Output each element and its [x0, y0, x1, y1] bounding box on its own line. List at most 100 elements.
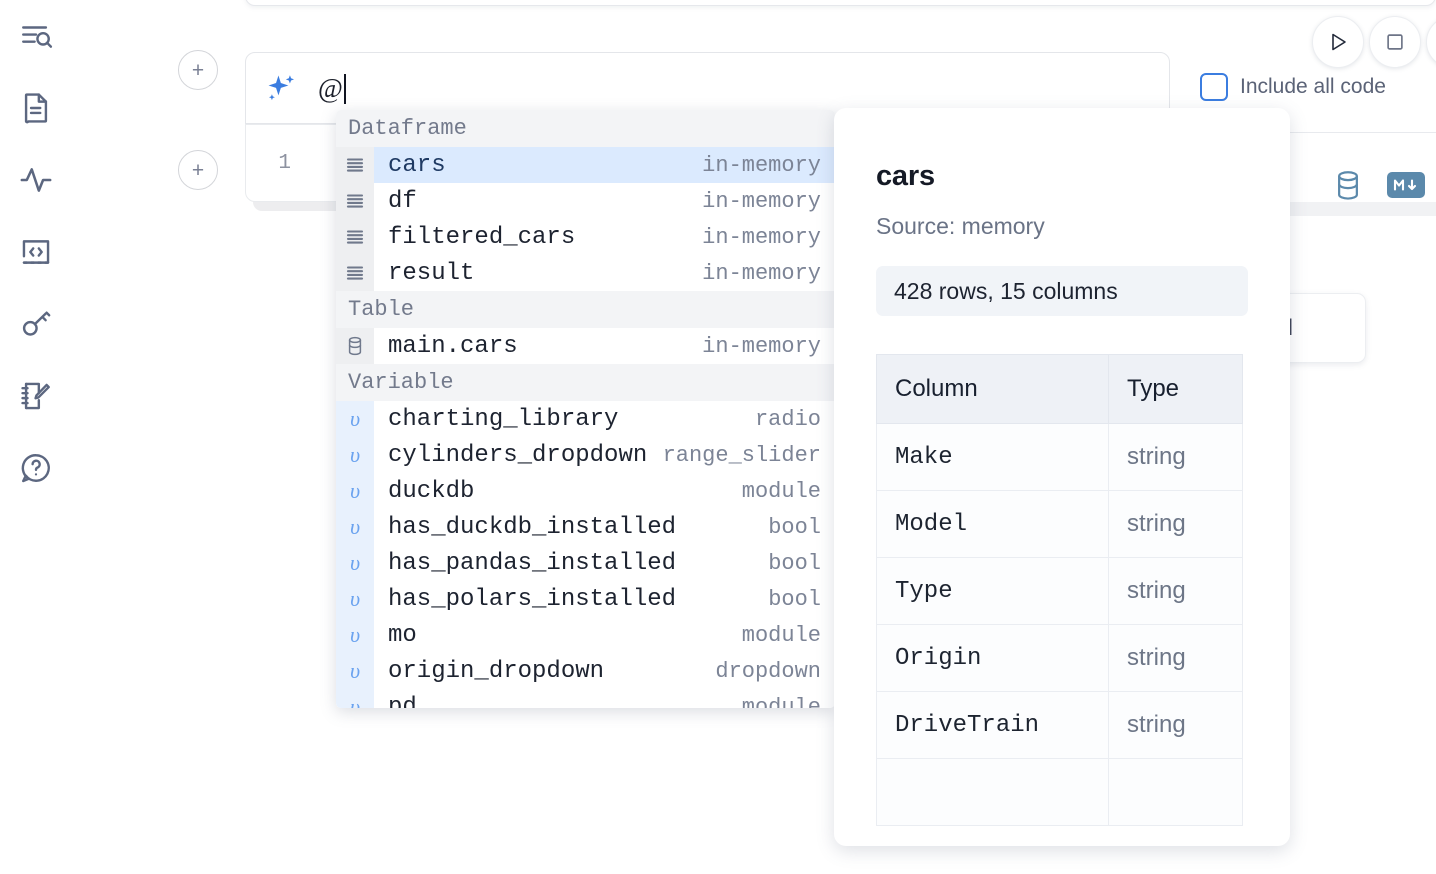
- cell-column-type: string: [1108, 423, 1243, 491]
- add-cell-above-label: +: [191, 58, 205, 82]
- header-column: Column: [876, 354, 1109, 424]
- autocomplete-item-type: in-memory: [702, 333, 821, 359]
- autocomplete-item-name: pd: [388, 693, 417, 709]
- cell-column-name: Origin: [876, 624, 1109, 692]
- autocomplete-item-type: bool: [768, 550, 821, 576]
- cell-column-type: string: [1108, 624, 1243, 692]
- cell-column-type: string: [1108, 691, 1243, 759]
- autocomplete-item-type: module: [741, 622, 821, 648]
- variable-icon: υ: [336, 509, 374, 545]
- variable-icon: υ: [336, 545, 374, 581]
- variable-icon: υ: [336, 581, 374, 617]
- autocomplete-item-name: cars: [388, 151, 446, 179]
- autocomplete-group-header: Table: [336, 291, 835, 328]
- key-secrets-icon[interactable]: [14, 302, 58, 346]
- cell-column-name: Model: [876, 490, 1109, 558]
- table-row: [876, 758, 1243, 826]
- autocomplete-item[interactable]: filtered_cars in-memory: [336, 219, 835, 255]
- add-cell-below-label: +: [191, 158, 205, 182]
- help-chat-icon[interactable]: [14, 446, 58, 490]
- details-title: cars: [876, 160, 935, 192]
- autocomplete-item-name: has_polars_installed: [388, 585, 677, 613]
- code-brackets-icon[interactable]: [14, 230, 58, 274]
- cell-column-type: string: [1108, 490, 1243, 558]
- autocomplete-item[interactable]: υ has_duckdb_installed bool: [336, 509, 835, 545]
- autocomplete-item-name: result: [388, 259, 475, 287]
- markdown-icon[interactable]: [1387, 172, 1425, 198]
- autocomplete-item-name: mo: [388, 621, 417, 649]
- variable-icon: υ: [336, 689, 374, 708]
- cell-column-name: Type: [876, 557, 1109, 625]
- autocomplete-item-name: filtered_cars: [388, 223, 576, 251]
- autocomplete-item-type: in-memory: [702, 260, 821, 286]
- autocomplete-item-name: cylinders_dropdown: [388, 441, 648, 469]
- cell-column-name: Make: [876, 423, 1109, 491]
- details-shape-badge: 428 rows, 15 columns: [876, 266, 1248, 316]
- cell-divider: [1177, 132, 1436, 133]
- autocomplete-item[interactable]: υ origin_dropdown dropdown: [336, 653, 835, 689]
- cell-column-type: string: [1108, 557, 1243, 625]
- cell-column-type: [1108, 758, 1243, 826]
- include-all-code-label: Include all code: [1240, 75, 1386, 98]
- autocomplete-item[interactable]: υ has_pandas_installed bool: [336, 545, 835, 581]
- autocomplete-item-type: bool: [768, 586, 821, 612]
- database-icon: [336, 328, 374, 364]
- autocomplete-item-name: has_duckdb_installed: [388, 513, 677, 541]
- explore-outline-icon[interactable]: [14, 14, 58, 58]
- variable-icon: υ: [336, 617, 374, 653]
- variable-icon: υ: [336, 653, 374, 689]
- autocomplete-item-type: radio: [754, 406, 821, 432]
- autocomplete-item-name: charting_library: [388, 405, 619, 433]
- autocomplete-item[interactable]: υ has_polars_installed bool: [336, 581, 835, 617]
- more-actions-button[interactable]: [1426, 16, 1436, 68]
- stop-button[interactable]: [1369, 16, 1421, 68]
- autocomplete-item[interactable]: result in-memory: [336, 255, 835, 291]
- autocomplete-item[interactable]: df in-memory: [336, 183, 835, 219]
- details-source: Source: memory: [876, 213, 1045, 239]
- dataframe-icon: [336, 147, 374, 183]
- run-button[interactable]: [1312, 16, 1364, 68]
- autocomplete-group-header: Dataframe: [336, 110, 835, 147]
- dataframe-icon: [336, 255, 374, 291]
- add-cell-below-button[interactable]: +: [178, 150, 218, 190]
- autocomplete-item-type: dropdown: [715, 658, 821, 684]
- autocomplete-item-type: in-memory: [702, 188, 821, 214]
- notebook-pencil-icon[interactable]: [14, 374, 58, 418]
- autocomplete-item-type: module: [741, 694, 821, 709]
- left-icon-rail: [0, 0, 72, 874]
- autocomplete-item[interactable]: main.cars in-memory: [336, 328, 835, 364]
- variable-icon: υ: [336, 437, 374, 473]
- add-cell-above-button[interactable]: +: [178, 50, 218, 90]
- file-document-icon[interactable]: [14, 86, 58, 130]
- include-all-code-checkbox[interactable]: [1200, 73, 1228, 101]
- autocomplete-item-name: origin_dropdown: [388, 657, 605, 685]
- include-all-code-row[interactable]: Include all code: [1200, 73, 1386, 101]
- dataframe-icon: [336, 219, 374, 255]
- cell-column-name: DriveTrain: [876, 691, 1109, 759]
- autocomplete-item-type: bool: [768, 514, 821, 540]
- autocomplete-item-name: duckdb: [388, 477, 475, 505]
- autocomplete-item-name: main.cars: [388, 332, 518, 360]
- line-number: 1: [278, 152, 291, 175]
- autocomplete-group-header: Variable: [336, 364, 835, 401]
- ai-prompt-text: @: [318, 73, 347, 104]
- activity-pulse-icon[interactable]: [14, 158, 58, 202]
- autocomplete-item-name: df: [388, 187, 417, 215]
- autocomplete-item-type: in-memory: [702, 224, 821, 250]
- cell-column-name: [876, 758, 1109, 826]
- database-icon[interactable]: [1333, 170, 1363, 207]
- autocomplete-item-name: has_pandas_installed: [388, 549, 677, 577]
